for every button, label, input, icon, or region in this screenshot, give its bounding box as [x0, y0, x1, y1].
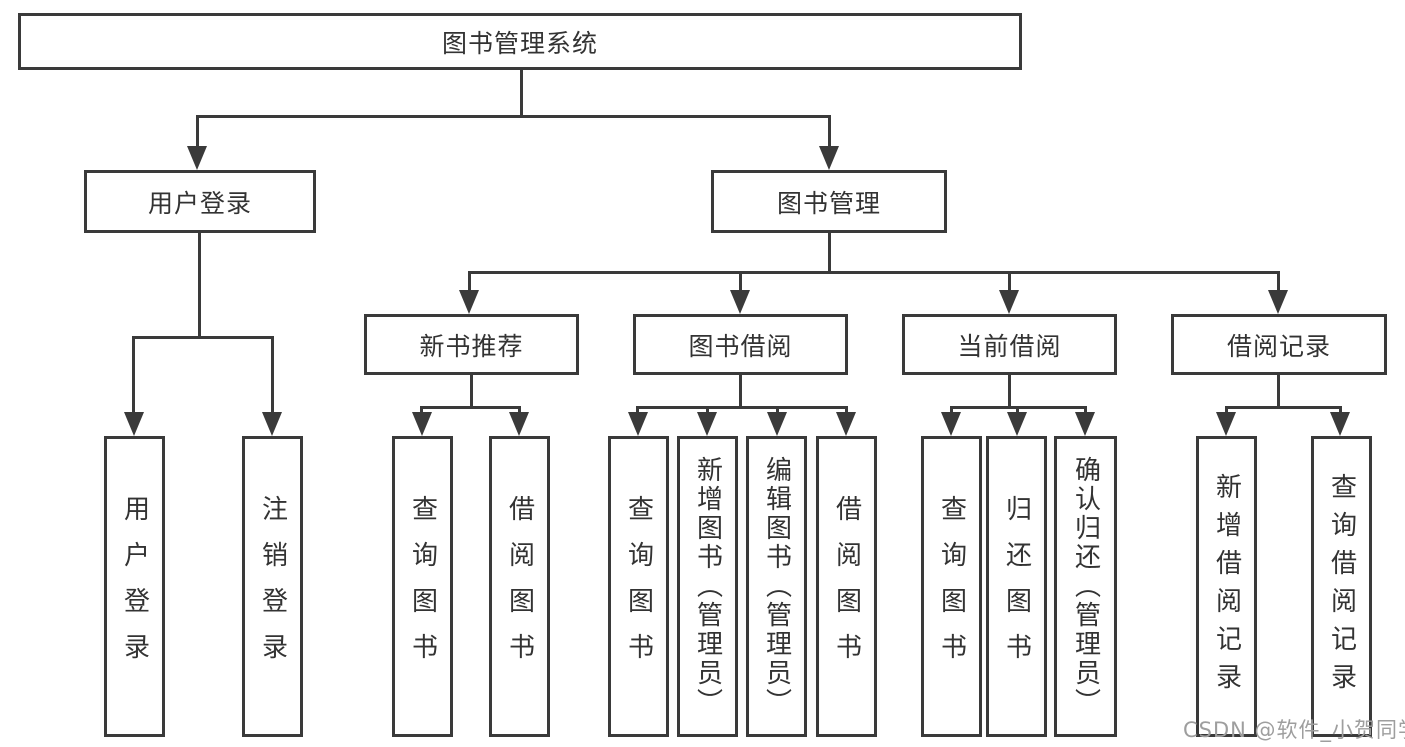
node-new-book-recommendation: 新书推荐 [364, 314, 579, 375]
leaf-label: 新增图书（管理员） [692, 456, 723, 717]
connector-hline [636, 406, 847, 409]
connector-hline [132, 336, 274, 339]
connector-vline [706, 406, 709, 416]
leaf-borrow-books: 借阅图书 [816, 436, 877, 737]
leaf-query-books-current: 查询图书 [921, 436, 982, 737]
leaf-label: 确认归还（管理员） [1070, 456, 1101, 717]
leaf-label: 用户登录 [119, 494, 150, 679]
arrow-down-icon [730, 290, 750, 314]
leaf-label: 查询图书 [936, 494, 967, 679]
arrow-down-icon [187, 146, 207, 170]
connector-hline [420, 406, 521, 409]
connector-vline [636, 406, 639, 416]
connector-vline [518, 406, 521, 416]
arrow-down-icon [1268, 290, 1288, 314]
connector-vline [468, 271, 471, 291]
arrow-down-icon [1075, 412, 1095, 436]
connector-hline [196, 115, 831, 118]
connector-vline [520, 70, 523, 118]
watermark: CSDN @软件_小贺同学 [1183, 718, 1405, 742]
arrow-down-icon [509, 412, 529, 436]
arrow-down-icon [412, 412, 432, 436]
arrow-down-icon [836, 412, 856, 436]
leaf-label: 归还图书 [1001, 494, 1032, 679]
node-label: 图书借阅 [688, 331, 793, 361]
leaf-borrow-books-recommend: 借阅图书 [489, 436, 550, 737]
arrow-down-icon [697, 412, 717, 436]
arrow-down-icon [819, 146, 839, 170]
node-borrowing-records: 借阅记录 [1171, 314, 1387, 375]
connector-vline [950, 406, 953, 416]
connector-vline [1016, 406, 1019, 416]
leaf-label: 借阅图书 [831, 494, 862, 679]
connector-vline [271, 336, 274, 414]
node-label: 新书推荐 [419, 331, 524, 361]
connector-vline [776, 406, 779, 416]
node-label: 借阅记录 [1226, 331, 1331, 361]
leaf-label: 查询图书 [623, 494, 654, 679]
arrow-down-icon [1007, 412, 1027, 436]
connector-vline [196, 115, 199, 150]
leaf-logout: 注销登录 [242, 436, 303, 737]
leaf-label: 查询图书 [407, 494, 438, 679]
connector-vline [739, 375, 742, 408]
connector-hline [1225, 406, 1342, 409]
leaf-label: 查询借阅记录 [1326, 472, 1357, 701]
arrow-down-icon [628, 412, 648, 436]
node-label: 图书管理 [776, 188, 881, 218]
leaf-confirm-return-admin: 确认归还（管理员） [1054, 436, 1117, 737]
leaf-label: 编辑图书（管理员） [761, 456, 792, 717]
arrow-down-icon [767, 412, 787, 436]
node-user-login: 用户登录 [84, 170, 316, 233]
connector-vline [198, 233, 201, 338]
node-label: 图书管理系统 [441, 28, 598, 58]
arrow-down-icon [1330, 412, 1350, 436]
leaf-edit-books-admin: 编辑图书（管理员） [746, 436, 807, 737]
leaf-query-books-recommend: 查询图书 [392, 436, 453, 737]
arrow-down-icon [1216, 412, 1236, 436]
node-label: 用户登录 [147, 188, 252, 218]
connector-hline [468, 271, 1280, 274]
connector-vline [1084, 406, 1087, 416]
node-current-borrowing: 当前借阅 [902, 314, 1117, 375]
node-book-management: 图书管理 [711, 170, 947, 233]
connector-vline [1339, 406, 1342, 416]
node-label: 当前借阅 [957, 331, 1062, 361]
connector-vline [420, 406, 423, 416]
leaf-add-borrow-record: 新增借阅记录 [1196, 436, 1257, 737]
leaf-return-books: 归还图书 [986, 436, 1047, 737]
connector-vline [828, 115, 831, 150]
node-library-management-system: 图书管理系统 [18, 13, 1022, 70]
node-book-borrowing: 图书借阅 [633, 314, 848, 375]
arrow-down-icon [262, 412, 282, 436]
leaf-label: 注销登录 [257, 494, 288, 679]
connector-vline [1277, 271, 1280, 291]
connector-vline [739, 271, 742, 291]
connector-vline [845, 406, 848, 416]
arrow-down-icon [459, 290, 479, 314]
leaf-query-borrow-record: 查询借阅记录 [1311, 436, 1372, 737]
connector-vline [1225, 406, 1228, 416]
arrow-down-icon [941, 412, 961, 436]
connector-vline [1008, 271, 1011, 291]
connector-vline [470, 375, 473, 408]
arrow-down-icon [124, 412, 144, 436]
leaf-add-books-admin: 新增图书（管理员） [677, 436, 738, 737]
connector-vline [1008, 375, 1011, 408]
connector-vline [1277, 375, 1280, 408]
leaf-query-books-borrowing: 查询图书 [608, 436, 669, 737]
connector-vline [828, 233, 831, 273]
arrow-down-icon [999, 290, 1019, 314]
leaf-user-login: 用户登录 [104, 436, 165, 737]
leaf-label: 借阅图书 [504, 494, 535, 679]
connector-vline [132, 336, 135, 414]
leaf-label: 新增借阅记录 [1211, 472, 1242, 701]
